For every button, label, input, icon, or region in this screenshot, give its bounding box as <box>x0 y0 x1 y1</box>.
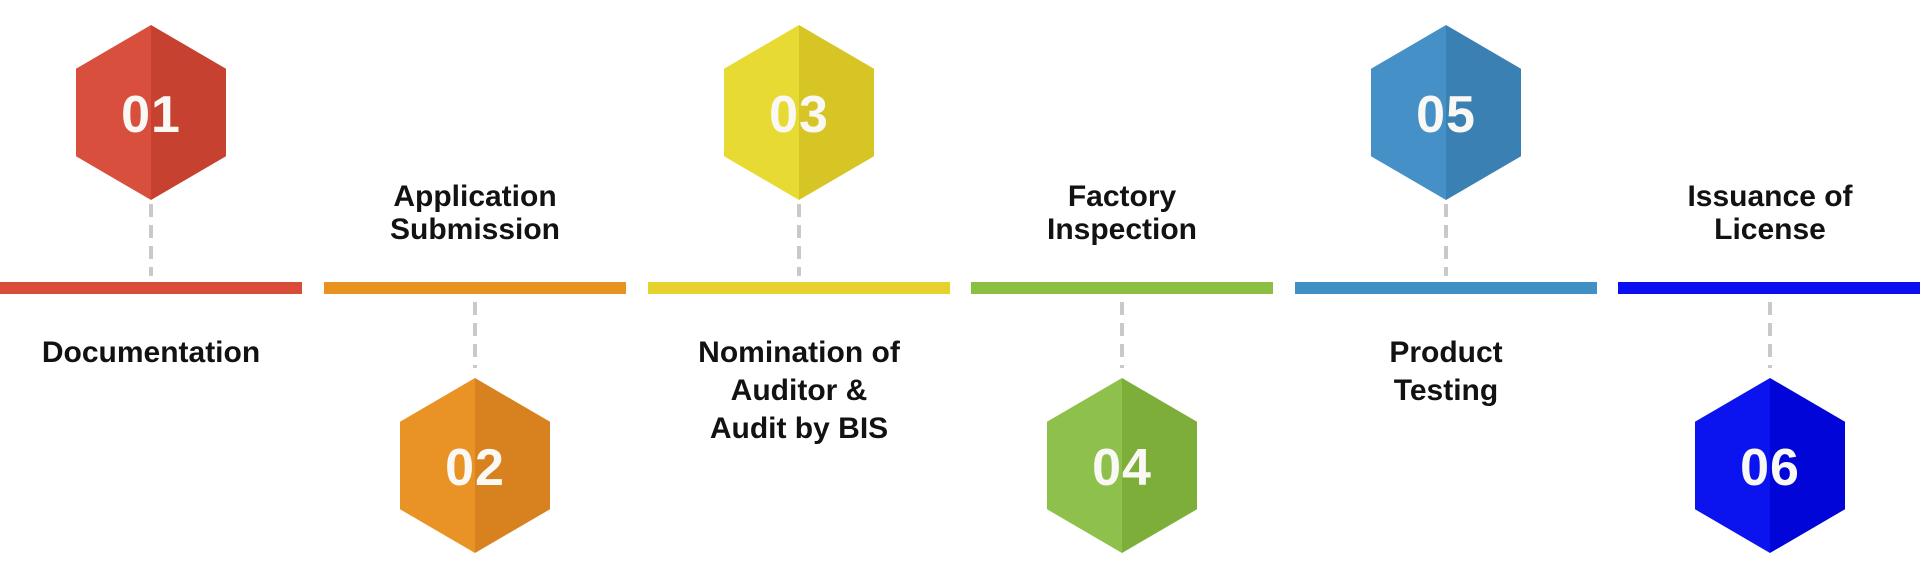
step-label-line: Audit by BIS <box>709 412 889 445</box>
step-label-line: Auditor & <box>730 374 868 407</box>
timeline-segment <box>1295 282 1597 294</box>
step-label-line: Inspection <box>1046 213 1197 246</box>
timeline-segment <box>648 282 950 294</box>
step-number: 05 <box>1416 85 1476 144</box>
step-label-line: Submission <box>389 213 561 246</box>
step-hexagon: 03 <box>724 25 874 200</box>
step-number: 01 <box>121 85 181 144</box>
step-label: Nomination of Auditor & Audit by BIS <box>639 334 959 448</box>
dashed-connector <box>1444 204 1448 276</box>
step-label: Application Submission <box>315 180 635 246</box>
step-number: 02 <box>445 438 505 497</box>
step-label-line: Factory <box>1067 180 1177 213</box>
step-label-line: Application <box>393 180 557 213</box>
step-hexagon: 02 <box>400 378 550 553</box>
step-label: Factory Inspection <box>962 180 1282 246</box>
step-label: Product Testing <box>1286 334 1606 410</box>
dashed-connector <box>1768 302 1772 368</box>
step-hexagon: 05 <box>1371 25 1521 200</box>
step-hexagon: 04 <box>1047 378 1197 553</box>
step-label-line: Testing <box>1393 374 1499 407</box>
timeline-segment <box>0 282 302 294</box>
step-number: 04 <box>1092 438 1152 497</box>
step-number: 03 <box>769 85 829 144</box>
step-number: 06 <box>1740 438 1800 497</box>
dashed-connector <box>149 204 153 276</box>
step-label-line: License <box>1714 213 1826 246</box>
step-label-line: Documentation <box>41 336 261 369</box>
timeline-segment <box>971 282 1273 294</box>
step-label: Documentation <box>0 334 311 372</box>
step-label-line: Issuance of <box>1687 180 1853 213</box>
dashed-connector <box>797 204 801 276</box>
step-label-line: Nomination of <box>698 336 900 369</box>
step-hexagon: 06 <box>1695 378 1845 553</box>
step-label-line: Product <box>1389 336 1503 369</box>
dashed-connector <box>473 302 477 368</box>
step-label: Issuance of License <box>1610 180 1920 246</box>
dashed-connector <box>1120 302 1124 368</box>
timeline-segment <box>1618 282 1920 294</box>
step-hexagon: 01 <box>76 25 226 200</box>
timeline-segment <box>324 282 626 294</box>
